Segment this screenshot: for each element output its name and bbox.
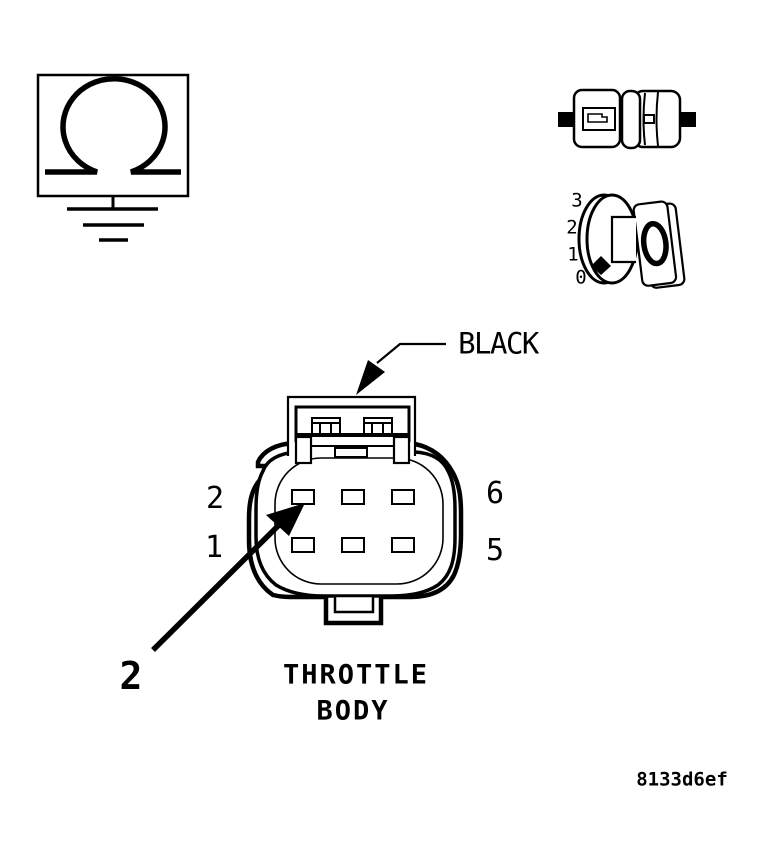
connector-latch xyxy=(286,395,417,465)
dial-scale-0: 0 xyxy=(575,266,587,289)
pin-label-1: 1 xyxy=(204,530,224,565)
dial-scale-1: 1 xyxy=(567,243,579,266)
pin-cavity-4 xyxy=(341,537,365,553)
pin-2-callout-arrow xyxy=(151,503,305,652)
pin-cavity-3 xyxy=(341,489,365,505)
ohmmeter-ground-symbol xyxy=(36,73,190,242)
throttle-body-connector xyxy=(246,395,464,626)
callout-pin-label: 2 xyxy=(119,654,143,698)
disconnected-connector-symbol xyxy=(558,88,696,150)
pin-label-5: 5 xyxy=(485,533,505,568)
rotary-dial-symbol xyxy=(577,193,686,289)
wire-color-callout-arrow xyxy=(356,342,446,395)
component-name-line2: BODY xyxy=(316,695,390,727)
component-name-line1: THROTTLE xyxy=(282,659,430,691)
connector-index-tab xyxy=(333,594,375,614)
wire-color-label: BLACK xyxy=(458,326,539,361)
arrowhead-icon xyxy=(356,360,385,395)
dial-scale-3: 3 xyxy=(571,189,583,212)
pin-label-2: 2 xyxy=(205,481,225,516)
dial-scale-2: 2 xyxy=(566,216,578,239)
pin-cavity-1 xyxy=(291,537,315,553)
pin-cavity-6 xyxy=(391,489,415,505)
dial-pointer-icon xyxy=(591,256,611,275)
pin-cavity-5 xyxy=(391,537,415,553)
figure-code: 8133d6ef xyxy=(636,768,728,791)
connector-inner-shell xyxy=(254,450,457,598)
pin-label-6: 6 xyxy=(485,476,505,511)
arrowhead-icon xyxy=(266,503,305,536)
